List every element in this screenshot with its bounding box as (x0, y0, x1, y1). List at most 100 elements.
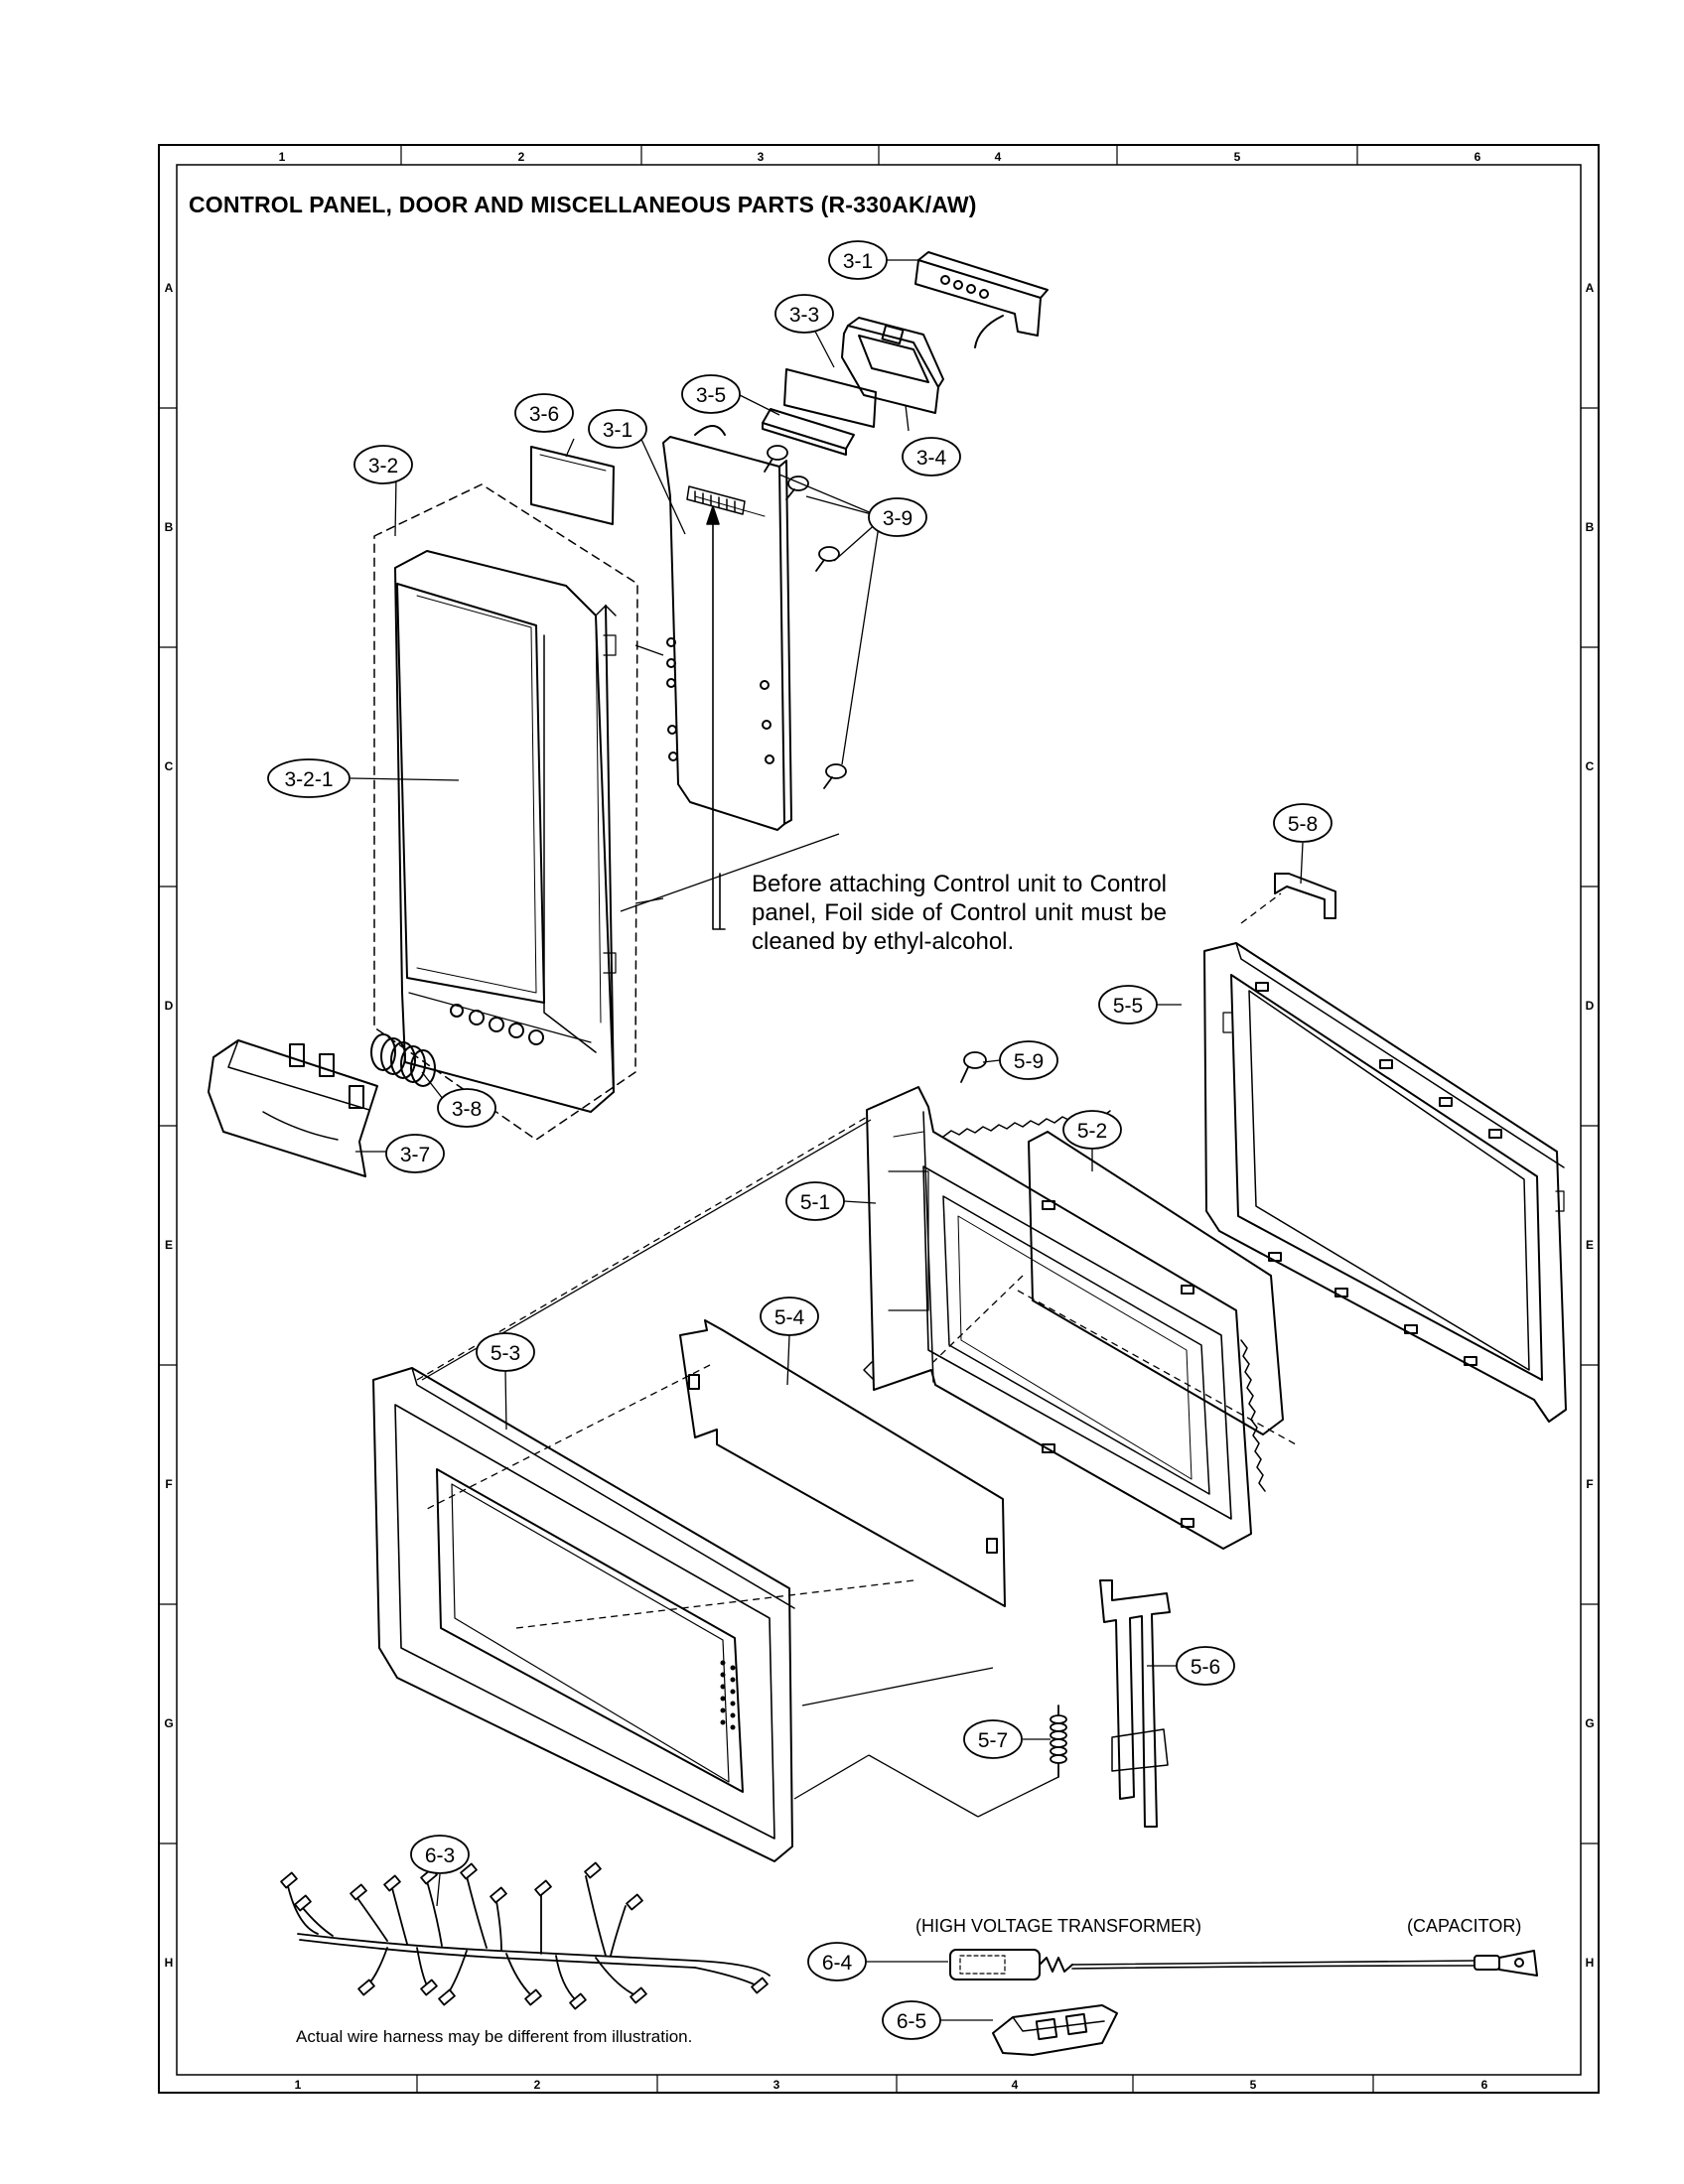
grid-row-c-right: C (1586, 759, 1595, 773)
svg-text:5-5: 5-5 (1113, 995, 1143, 1018)
note-arrow (706, 505, 726, 930)
part-3-3-sheet (783, 368, 877, 428)
svg-text:5-6: 5-6 (1191, 1656, 1220, 1679)
svg-text:6-5: 6-5 (897, 2010, 926, 2033)
grid-row-f-right: F (1586, 1477, 1593, 1491)
callout-3-1-top: 3-1 (828, 240, 888, 280)
part-3-2-control-panel (373, 483, 638, 1141)
callout-3-2: 3-2 (353, 445, 413, 484)
part-5-1-door-panel (863, 1086, 1266, 1550)
svg-text:5-4: 5-4 (774, 1306, 805, 1329)
grid-row-g-right: G (1585, 1716, 1594, 1730)
part-3-9-screws (764, 445, 847, 789)
grid-col-5: 5 (1234, 150, 1241, 164)
callout-3-3: 3-3 (774, 294, 834, 334)
svg-text:3-5: 3-5 (696, 384, 726, 407)
part-3-1-control-unit (662, 425, 792, 831)
part-5-3-door (372, 1367, 795, 1862)
part-5-5-door-frame (1203, 942, 1567, 1423)
callout-3-8: 3-8 (437, 1088, 496, 1128)
part-6-5-cover (992, 2004, 1118, 2056)
grid-col-2: 2 (518, 150, 525, 164)
grid-col-3: 3 (758, 150, 765, 164)
svg-text:3-2: 3-2 (368, 455, 398, 478)
grid-row-d: D (165, 999, 174, 1013)
svg-text:5-3: 5-3 (491, 1342, 520, 1365)
part-6-3-harness (280, 1861, 771, 2010)
svg-text:3-2-1: 3-2-1 (284, 768, 333, 791)
callout-6-4: 6-4 (807, 1942, 867, 1981)
callout-5-2: 5-2 (1062, 1110, 1122, 1150)
part-3-8-spring (370, 1033, 436, 1087)
callout-6-3: 6-3 (410, 1835, 470, 1874)
part-5-8-clip (1274, 873, 1336, 919)
callouts: 3-1 3-3 3-5 3-4 3-6 3-1 3-2 3-9 (267, 240, 1333, 2040)
diagram-title: CONTROL PANEL, DOOR AND MISCELLANEOUS PA… (189, 192, 977, 217)
callout-5-5: 5-5 (1098, 985, 1158, 1024)
svg-text:5-9: 5-9 (1014, 1050, 1044, 1073)
svg-text:5-2: 5-2 (1077, 1120, 1107, 1143)
part-5-4-plate (679, 1319, 1006, 1607)
callout-5-1: 5-1 (785, 1181, 845, 1221)
svg-text:3-1: 3-1 (843, 250, 873, 273)
svg-text:5-7: 5-7 (978, 1729, 1008, 1752)
caption-harness: Actual wire harness may be different fro… (296, 2027, 693, 2046)
part-5-9-screw (960, 1051, 987, 1083)
grid-row-d-right: D (1586, 999, 1595, 1013)
grid-row-a-right: A (1586, 281, 1595, 295)
grid-col-4-bottom: 4 (1012, 2078, 1019, 2092)
part-6-4-fuse-holder (949, 1949, 1538, 1980)
callout-6-5: 6-5 (882, 2000, 941, 2040)
part-3-1-top-pcb (914, 251, 1049, 348)
caption-capacitor: (CAPACITOR) (1407, 1916, 1522, 1936)
callout-5-4: 5-4 (760, 1297, 819, 1336)
callout-3-6: 3-6 (514, 393, 574, 433)
callout-3-4: 3-4 (902, 437, 961, 477)
grid-col-4: 4 (995, 150, 1002, 164)
callout-5-3: 5-3 (476, 1332, 535, 1372)
callout-3-7: 3-7 (385, 1134, 445, 1173)
sheet-frame (158, 144, 1600, 2094)
grid-labels: 1 2 3 4 5 6 1 2 3 4 5 6 A B C D E F G H … (164, 150, 1594, 2092)
callout-3-2-1: 3-2-1 (267, 758, 351, 798)
callout-5-7: 5-7 (963, 1719, 1023, 1759)
grid-row-g: G (164, 1716, 173, 1730)
cleaning-note: Before attaching Control unit to Control… (752, 871, 1167, 955)
grid-col-1-bottom: 1 (295, 2078, 302, 2092)
grid-row-h-right: H (1586, 1956, 1595, 1970)
callout-leaders (350, 259, 1304, 2021)
svg-text:6-3: 6-3 (425, 1844, 455, 1867)
part-3-5-display (762, 408, 855, 456)
svg-text:3-8: 3-8 (452, 1098, 482, 1121)
part-3-4-bracket (841, 317, 944, 414)
part-5-6-latch (1099, 1579, 1171, 1828)
grid-col-1: 1 (279, 150, 286, 164)
callout-3-9: 3-9 (868, 497, 927, 537)
svg-text:3-1: 3-1 (603, 419, 632, 442)
svg-text:3-3: 3-3 (789, 304, 819, 327)
grid-row-f: F (165, 1477, 172, 1491)
svg-text:3-7: 3-7 (400, 1144, 430, 1166)
svg-text:5-1: 5-1 (800, 1191, 830, 1214)
grid-col-5-bottom: 5 (1250, 2078, 1257, 2092)
svg-text:3-6: 3-6 (529, 403, 559, 426)
grid-col-2-bottom: 2 (534, 2078, 541, 2092)
part-3-6-window (530, 446, 615, 525)
callout-5-8: 5-8 (1273, 803, 1333, 843)
callout-3-1-control: 3-1 (588, 409, 647, 449)
caption-hv-transformer: (HIGH VOLTAGE TRANSFORMER) (915, 1916, 1202, 1936)
part-3-7-button (208, 1039, 378, 1177)
callout-3-5: 3-5 (681, 374, 741, 414)
assembly-solid-lines (421, 474, 1059, 1818)
grid-row-a: A (165, 281, 174, 295)
svg-text:5-8: 5-8 (1288, 813, 1318, 836)
grid-row-b: B (165, 520, 174, 534)
svg-text:3-4: 3-4 (916, 447, 947, 470)
grid-col-6-bottom: 6 (1481, 2078, 1488, 2092)
part-5-7-spring (1050, 1705, 1067, 1778)
svg-text:3-9: 3-9 (883, 507, 912, 530)
assembly-dashed-lines (416, 892, 1297, 1629)
grid-row-b-right: B (1586, 520, 1595, 534)
grid-row-h: H (165, 1956, 174, 1970)
